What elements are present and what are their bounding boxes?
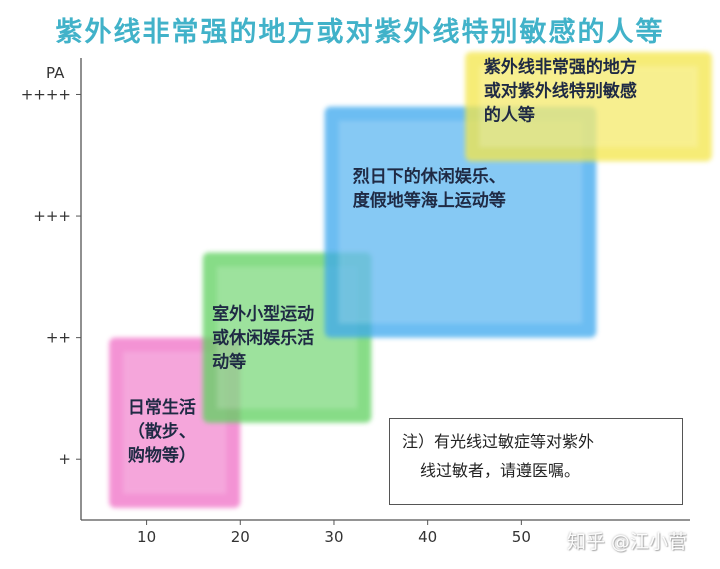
region-outdoor-label-3: 动等 (212, 351, 246, 372)
y-tick-label-2: ++ (46, 329, 71, 347)
region-daily-label-1: 日常生活 (128, 397, 196, 418)
x-tick-label-20: 20 (231, 528, 250, 546)
region-outdoor-label-2: 或休闲娱乐活 (212, 327, 314, 348)
region-outdoor-label-1: 室外小型运动 (212, 303, 314, 324)
regions-layer (109, 51, 712, 508)
region-extreme-glow (479, 65, 698, 148)
y-tick-label-1: + (58, 450, 71, 468)
note-line-2: 线过敏者，请遵医嘱。 (420, 461, 581, 480)
chart-title: 紫外线非常强的地方或对紫外线特别敏感的人等 (55, 17, 665, 48)
region-sunny-label-2: 度假地等海上运动等 (353, 190, 506, 211)
region-daily-label-3: 购物等） (128, 445, 196, 466)
region-extreme-label-3: 的人等 (484, 105, 535, 126)
x-tick-label-10: 10 (137, 528, 156, 546)
x-tick-label-50: 50 (512, 528, 531, 546)
region-daily-label-2: （散步、 (128, 421, 196, 442)
region-extreme-label-1: 紫外线非常强的地方 (484, 57, 637, 78)
watermark: 知乎 @江小菅 (567, 531, 688, 553)
note-line-1: 注）有光线过敏症等对紫外 (402, 432, 595, 451)
region-extreme-label-2: 或对紫外线特别敏感 (484, 81, 637, 102)
y-tick-label-4: ++++ (21, 85, 71, 103)
region-sunny-label-1: 烈日下的休闲娱乐、 (353, 166, 506, 187)
x-tick-label-40: 40 (418, 528, 437, 546)
x-tick-label-30: 30 (324, 528, 343, 546)
axes (80, 58, 690, 521)
note-box: 注）有光线过敏症等对紫外 线过敏者，请遵医嘱。 (389, 418, 683, 505)
y-tick-label-3: +++ (33, 207, 71, 225)
y-axis-label: PA (46, 64, 65, 82)
